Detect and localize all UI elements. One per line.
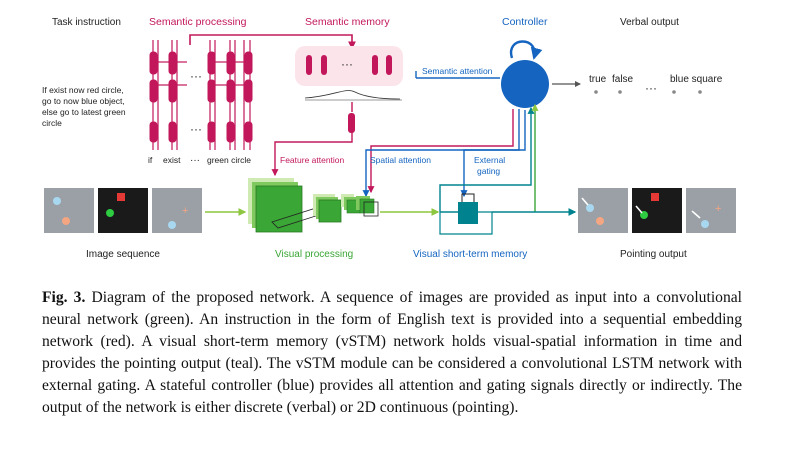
visual-processing-network bbox=[248, 178, 379, 233]
pointing-output: + bbox=[578, 188, 736, 233]
caption-label: Fig. 3. bbox=[42, 289, 86, 306]
image-sequence-label: Image sequence bbox=[86, 249, 160, 260]
verbal-word: blue square bbox=[670, 74, 723, 85]
token-label: exist bbox=[163, 155, 181, 165]
token-label: if bbox=[148, 155, 153, 165]
controller bbox=[501, 40, 549, 108]
verbal-word: false bbox=[612, 74, 634, 85]
visual-stm-label: Visual short-term memory bbox=[413, 249, 527, 260]
image-sequence: + bbox=[44, 188, 202, 233]
semantic-processing-heading: Semantic processing bbox=[149, 16, 247, 28]
token-label: green circle bbox=[207, 155, 251, 165]
external-gating-label: External bbox=[474, 155, 505, 165]
caption-text: Diagram of the proposed network. A seque… bbox=[42, 289, 742, 416]
svg-text:+: + bbox=[182, 205, 188, 217]
dots: ··· bbox=[190, 122, 202, 136]
verbal-word: true bbox=[589, 74, 607, 85]
controller-heading: Controller bbox=[502, 16, 548, 28]
dots: ··· bbox=[190, 69, 202, 83]
network-diagram: Task instruction Semantic processing Sem… bbox=[42, 16, 736, 260]
visual-short-term-memory bbox=[439, 193, 577, 235]
visual-processing-label: Visual processing bbox=[275, 249, 353, 260]
instruction-line: else go to latest green bbox=[42, 107, 126, 117]
semantic-processing-network bbox=[149, 34, 356, 150]
external-gating-label: gating bbox=[477, 166, 500, 176]
verbal-output: true false ··· blue square bbox=[589, 74, 723, 95]
dots: ··· bbox=[341, 57, 353, 71]
feature-attention-label: Feature attention bbox=[280, 155, 345, 165]
figure-caption: Fig. 3. Diagram of the proposed network.… bbox=[42, 287, 742, 419]
instruction-text: If exist now red circle, go to now blue … bbox=[42, 85, 126, 128]
semantic-memory-heading: Semantic memory bbox=[305, 16, 390, 28]
semantic-attention-label: Semantic attention bbox=[422, 66, 493, 76]
dots: ··· bbox=[190, 155, 200, 166]
semantic-memory bbox=[295, 46, 403, 133]
instruction-line: If exist now red circle, bbox=[42, 85, 124, 95]
instruction-line: go to now blue object, bbox=[42, 96, 125, 106]
dots: ··· bbox=[645, 81, 657, 95]
instruction-line: circle bbox=[42, 118, 62, 128]
svg-text:+: + bbox=[715, 203, 721, 215]
task-instruction-heading: Task instruction bbox=[52, 17, 121, 28]
pointing-output-label: Pointing output bbox=[620, 249, 687, 260]
spatial-attention-label: Spatial attention bbox=[370, 155, 431, 165]
verbal-output-heading: Verbal output bbox=[620, 17, 679, 28]
